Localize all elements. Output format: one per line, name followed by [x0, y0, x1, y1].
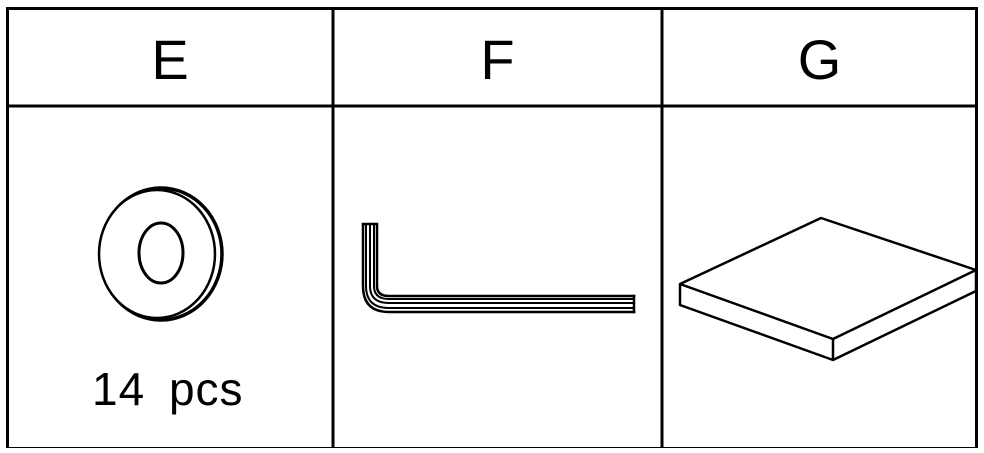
washer-icon — [97, 186, 224, 322]
part-g-letter: G — [797, 28, 842, 91]
part-e-letter: E — [151, 28, 189, 91]
part-e-quantity: 14 pcs — [92, 363, 244, 415]
part-f-letter: F — [480, 28, 515, 91]
allen-key-icon — [361, 222, 636, 314]
panel-board-icon — [678, 216, 978, 362]
